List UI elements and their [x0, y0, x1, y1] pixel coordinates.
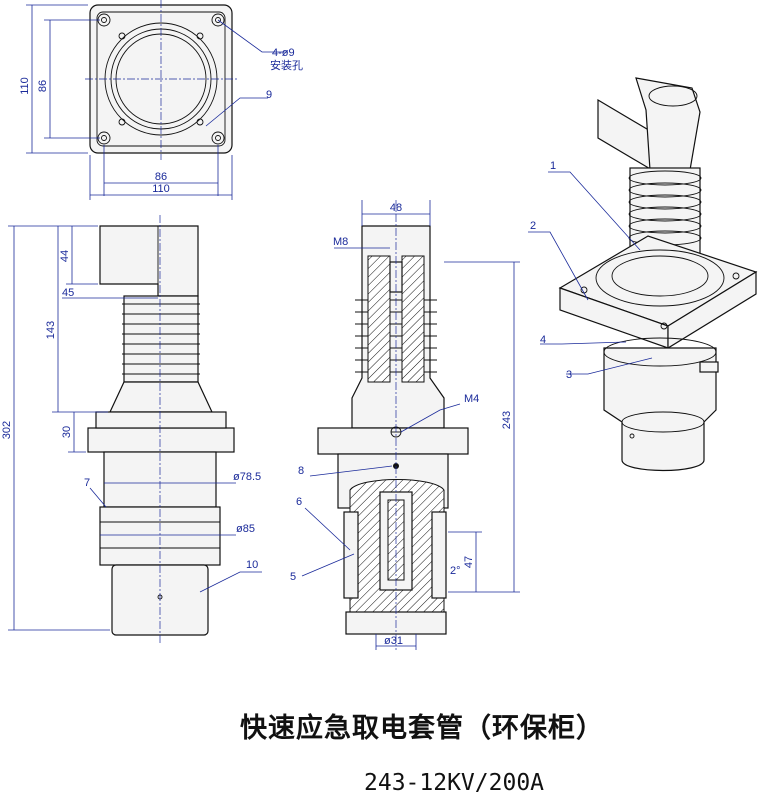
mounting-hole [211, 131, 225, 145]
dim-47: 47 [463, 556, 475, 568]
model-number: 243-12KV/200A [364, 770, 545, 796]
callout-1: 1 [550, 160, 556, 172]
hole-spec-label: 4-ø9 [272, 47, 295, 59]
dim-dia-78-5: ø78.5 [233, 471, 261, 483]
top-view [26, 0, 288, 200]
m8-label: M8 [333, 236, 348, 248]
dim-dia-31: ø31 [384, 635, 403, 647]
callout-3: 3 [566, 369, 572, 381]
callout-8: 8 [298, 465, 304, 477]
dim-44: 44 [59, 250, 71, 262]
callout-9: 9 [266, 89, 272, 101]
dim-dia-85: ø85 [236, 523, 255, 535]
callout-5: 5 [290, 571, 296, 583]
bellows-ribs [122, 303, 200, 375]
section-view [301, 200, 520, 650]
dim-243: 243 [501, 411, 513, 429]
dim-45: 45 [62, 287, 74, 299]
callout-6: 6 [296, 496, 302, 508]
dim-143: 143 [45, 321, 57, 339]
product-title: 快速应急取电套管（环保柜） [240, 713, 604, 744]
callout-4: 4 [540, 334, 546, 346]
callout-10: 10 [246, 559, 258, 571]
m4-label: M4 [464, 393, 479, 405]
dim-86-horizontal: 86 [155, 171, 167, 183]
callout-2: 2 [530, 220, 536, 232]
callout-labels: 1 2 3 4 5 6 7 8 9 10 [84, 89, 572, 583]
dim-302: 302 [1, 421, 13, 439]
dim-110-vertical: 110 [19, 77, 31, 95]
technical-drawing: 110 86 86 110 4-ø9 安装孔 44 45 143 30 302 … [1, 0, 758, 650]
callout-7: 7 [84, 477, 90, 489]
dim-86-vertical: 86 [37, 80, 49, 92]
front-view [8, 215, 262, 645]
dim-110-horizontal: 110 [152, 183, 170, 195]
iso-bellows-ribs [628, 170, 702, 246]
dim-30: 30 [61, 426, 73, 438]
dim-48: 48 [390, 202, 402, 214]
dimension-labels: 110 86 86 110 4-ø9 安装孔 44 45 143 30 302 … [1, 47, 513, 647]
hole-text-label: 安装孔 [270, 58, 303, 72]
mounting-hole [211, 13, 225, 27]
angle-2deg: 2° [450, 565, 461, 577]
isometric-view [528, 77, 758, 472]
